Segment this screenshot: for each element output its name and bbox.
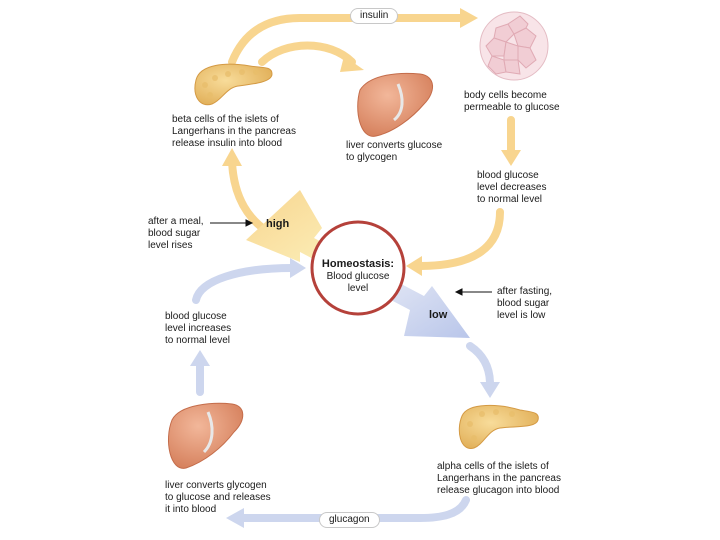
arrow-pancreas-to-cells <box>228 14 466 66</box>
homeostasis-ring <box>310 220 406 316</box>
insulin-arrowheads <box>222 8 521 276</box>
arrow-to-homeostasis <box>416 208 504 270</box>
homeostasis-label: Homeostasis: Blood glucose level <box>310 258 406 295</box>
glucagon-label: glucagon <box>319 512 380 528</box>
alpha-cells-label: alpha cells of the islets of Langerhans … <box>437 461 561 496</box>
homeostasis-title: Homeostasis: <box>321 258 395 270</box>
liver-to-glycogen-label: liver converts glucose to glycogen <box>346 140 443 163</box>
high-label: high <box>266 218 290 230</box>
pancreas-bottom-image <box>458 404 539 449</box>
glucose-increase-label: blood glucose level increases to normal … <box>165 311 232 346</box>
liver-to-glucose-label: liver converts glycogen to glucose and r… <box>165 480 271 515</box>
pancreas-top-image <box>194 63 273 106</box>
glucagon-arrowheads <box>190 258 500 528</box>
liver-top-image <box>357 72 433 137</box>
after-fasting-label: after fasting, blood sugar level is low <box>497 286 553 321</box>
glucagon-arrows <box>192 264 494 522</box>
body-cells-label: body cells become permeable to glucose <box>464 90 560 113</box>
glucose-decrease-label: blood glucose level decreases to normal … <box>477 170 547 205</box>
pointer-lines <box>210 219 492 296</box>
liver-bottom-image <box>168 402 244 469</box>
after-meal-label: after a meal, blood sugar level rises <box>148 216 204 251</box>
arrow-alpha-to-liver <box>238 496 470 522</box>
insulin-label: insulin <box>350 8 399 24</box>
arrow-fasting-to-alpha <box>466 342 494 388</box>
arrow-increase-to-homeostasis <box>192 264 296 304</box>
body-cells-image <box>479 11 549 81</box>
low-label: low <box>429 309 448 321</box>
arrow-pancreas-to-liver <box>258 41 356 66</box>
homeostasis-subtitle: Blood glucose level <box>326 271 390 294</box>
beta-cells-label: beta cells of the islets of Langerhans i… <box>172 114 296 149</box>
